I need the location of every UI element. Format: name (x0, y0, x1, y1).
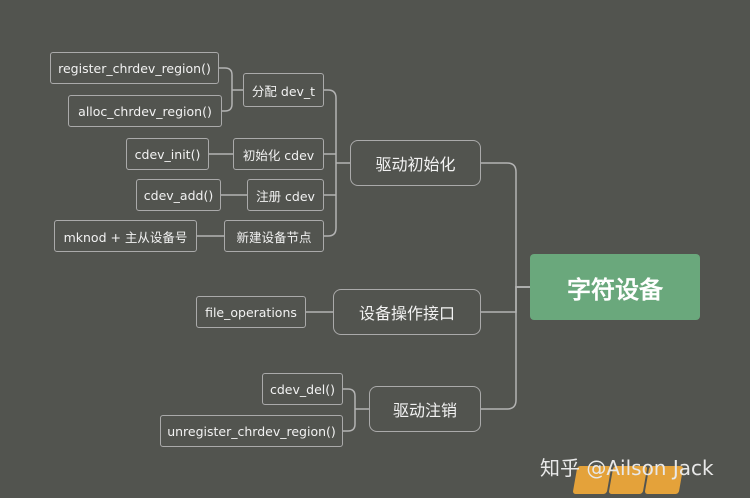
group-alloc-dev-t[interactable]: 分配 dev_t (243, 73, 324, 107)
group-init-cdev[interactable]: 初始化 cdev (233, 138, 324, 170)
branch-device-ops[interactable]: 设备操作接口 (333, 289, 481, 335)
leaf-register-chrdev-region[interactable]: register_chrdev_region() (50, 52, 219, 84)
leaf-alloc-chrdev-region[interactable]: alloc_chrdev_region() (68, 95, 222, 127)
branch-driver-logout[interactable]: 驱动注销 (369, 386, 481, 432)
connector-logout-leaves (343, 388, 369, 432)
connector-root-ops (481, 286, 530, 313)
connector-init-groups (324, 89, 350, 237)
branch-driver-init[interactable]: 驱动初始化 (350, 140, 481, 186)
group-register-cdev[interactable]: 注册 cdev (247, 179, 324, 211)
leaf-unregister-chrdev-region[interactable]: unregister_chrdev_region() (160, 415, 343, 447)
group-new-device-node[interactable]: 新建设备节点 (224, 220, 324, 252)
leaf-cdev-init[interactable]: cdev_init() (126, 138, 209, 170)
connector-root-driver-init (481, 162, 530, 288)
leaf-file-operations[interactable]: file_operations (196, 296, 306, 328)
root-node[interactable]: 字符设备 (530, 254, 700, 320)
watermark-text: 知乎 @Ailson Jack (540, 456, 714, 480)
connector-root-logout (481, 286, 530, 410)
leaf-cdev-add[interactable]: cdev_add() (136, 179, 221, 211)
leaf-mknod[interactable]: mknod + 主从设备号 (54, 220, 197, 252)
connector-alloc-leaves (219, 67, 243, 112)
leaf-cdev-del[interactable]: cdev_del() (262, 373, 343, 405)
